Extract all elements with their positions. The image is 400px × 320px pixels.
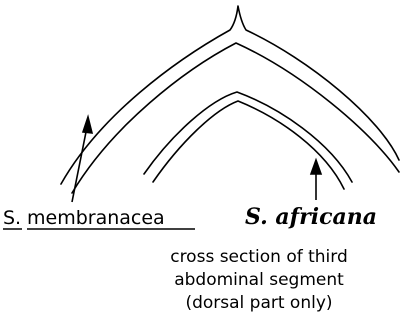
membranacea-arrow-head (83, 117, 92, 133)
membranacea-species-label: membranacea (27, 207, 165, 229)
caption: cross section of third abdominal segment… (170, 247, 348, 313)
africana-label: S. africana (245, 204, 377, 230)
africana-arrow-head (311, 160, 321, 174)
caption-line-2: abdominal segment (174, 270, 344, 290)
membranacea-section (61, 6, 399, 193)
membranacea-inner-wall (72, 43, 399, 193)
caption-line-3: (dorsal part only) (185, 293, 332, 313)
caption-line-1: cross section of third (170, 247, 348, 267)
membranacea-genus-label: S. (3, 207, 21, 229)
